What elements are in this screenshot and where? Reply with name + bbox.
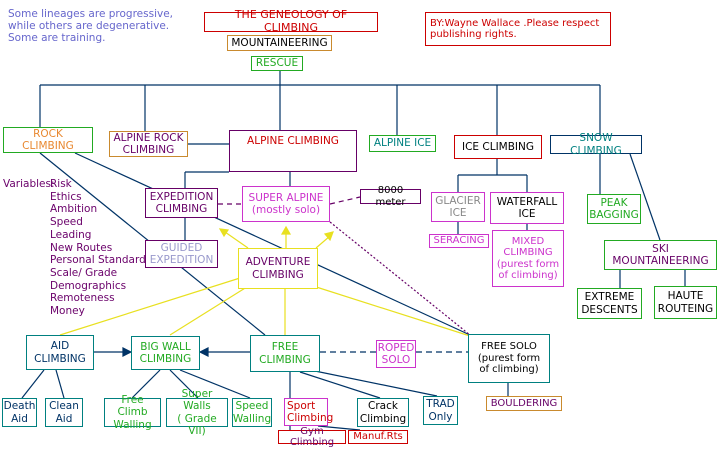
node-roped-solo: ROPED SOLO <box>376 340 416 368</box>
edge-bigwall-superwalls <box>169 369 199 399</box>
node-haute-routeing: HAUTE ROUTEING <box>654 286 717 319</box>
edge-free-crack <box>299 371 381 399</box>
node-free-solo: FREE SOLO (purest form of climbing) <box>468 334 550 383</box>
node-alpine-climbing: ALPINE CLIMBING <box>229 130 357 172</box>
node-snow-climbing: SNOW CLIMBING <box>550 132 642 157</box>
variable-item: Remoteness <box>50 292 115 305</box>
variable-item: Ambition <box>50 203 98 216</box>
variable-item: Risk <box>50 178 72 190</box>
author-note: BY:Wayne Wallace .Please respect publish… <box>425 12 611 46</box>
node-peak-bagging: PEAK BAGGING <box>587 194 641 224</box>
note-lineages: Some lineages are progressive, while oth… <box>8 8 174 45</box>
node-super-walls: Super Walls ( Grade VII) <box>166 388 228 437</box>
yellow-arrowhead-1 <box>218 228 230 238</box>
variable-item: Money <box>50 305 85 318</box>
node-alpine-rock-climbing: ALPINE ROCK CLIMBING <box>109 131 188 157</box>
edge-superalpine-freesolo <box>329 221 471 336</box>
node-rescue: RESCUE <box>251 56 303 71</box>
node-death-aid: Death Aid <box>2 398 37 427</box>
variables-label: Variables: <box>3 178 55 190</box>
node-aid-climbing: AID CLIMBING <box>26 335 94 370</box>
node-trad-only: TRAD Only <box>423 396 458 425</box>
node-gym-climbing: Gym Climbing <box>278 426 346 448</box>
node-speed-walling: Speed Walling <box>232 398 272 427</box>
edge-rock-freesolo <box>74 152 471 336</box>
diagram-title: THE GENEOLOGY OF CLIMBING <box>204 9 378 34</box>
node-8000-meter: 8000 meter <box>360 185 421 208</box>
edge-superalpine-8000 <box>329 196 361 205</box>
node-crack-climbing: Crack Climbing <box>357 398 409 427</box>
yellow-arrowhead-3 <box>323 231 334 242</box>
node-rock-climbing: ROCK CLIMBING <box>3 127 93 153</box>
node-waterfall-ice: WATERFALL ICE <box>490 192 564 224</box>
variable-item: Personal Standards <box>50 254 152 267</box>
yellow-adventure-bigwall <box>169 284 251 336</box>
node-ice-climbing: ICE CLIMBING <box>454 135 542 159</box>
yellow-adventure-freesolo <box>309 284 471 337</box>
edge-free-trad <box>309 369 438 397</box>
edge-bigwall-freeclimbwalling <box>131 369 161 399</box>
edge-snow-ski <box>629 153 661 241</box>
edge-bigwall-speed <box>179 369 251 399</box>
node-free-climbing: FREE CLIMBING <box>250 335 320 372</box>
node-seracing: SERACING <box>429 234 489 248</box>
node-mountaineering: MOUNTAINEERING <box>227 35 332 51</box>
node-super-alpine: SUPER ALPINE (mostly solo) <box>242 186 330 222</box>
node-guided-expedition: GUIDED EXPEDITION <box>145 240 218 268</box>
node-clean-aid: Clean Aid <box>45 398 83 427</box>
variable-item: Demographics <box>50 279 127 292</box>
edge-sport-manuf <box>317 425 361 431</box>
variable-item: Leading <box>50 228 92 241</box>
node-glacier-ice: GLACIER ICE <box>431 192 485 222</box>
arrowhead-bigwall-left <box>122 347 133 357</box>
node-mixed-climbing: MIXED CLIMBING (purest form of climbing) <box>492 230 564 287</box>
arrowhead-bigwall <box>198 347 209 357</box>
variable-item: New Routes <box>50 241 113 254</box>
variable-item: Ethics <box>50 190 82 203</box>
node-expedition-climbing: EXPEDITION CLIMBING <box>145 188 218 218</box>
yellow-arrowhead-2 <box>280 225 292 235</box>
node-big-wall-climbing: BIG WALL CLIMBING <box>131 336 200 370</box>
node-bouldering: BOULDERING <box>486 396 562 411</box>
variable-item: Scale/ Grade <box>50 266 118 279</box>
edge-aid-death <box>21 369 45 399</box>
node-free-climb-walling: Free Climb Walling <box>104 394 161 431</box>
node-extreme-descents: EXTREME DESCENTS <box>577 288 642 319</box>
edge-aid-clean <box>55 369 65 399</box>
node-adventure-climbing: ADVENTURE CLIMBING <box>238 248 318 289</box>
yellow-adventure-aid <box>59 277 241 336</box>
node-alpine-ice: ALPINE ICE <box>369 135 436 152</box>
node-ski-mountaineering: SKI MOUNTAINEERING <box>604 240 717 270</box>
yellow-arrow-up-left <box>224 231 249 249</box>
node-manuf-rts: Manuf.Rts <box>348 430 408 444</box>
variable-item: Speed <box>50 216 83 229</box>
node-sport-climbing: Sport Climbing <box>284 398 333 426</box>
